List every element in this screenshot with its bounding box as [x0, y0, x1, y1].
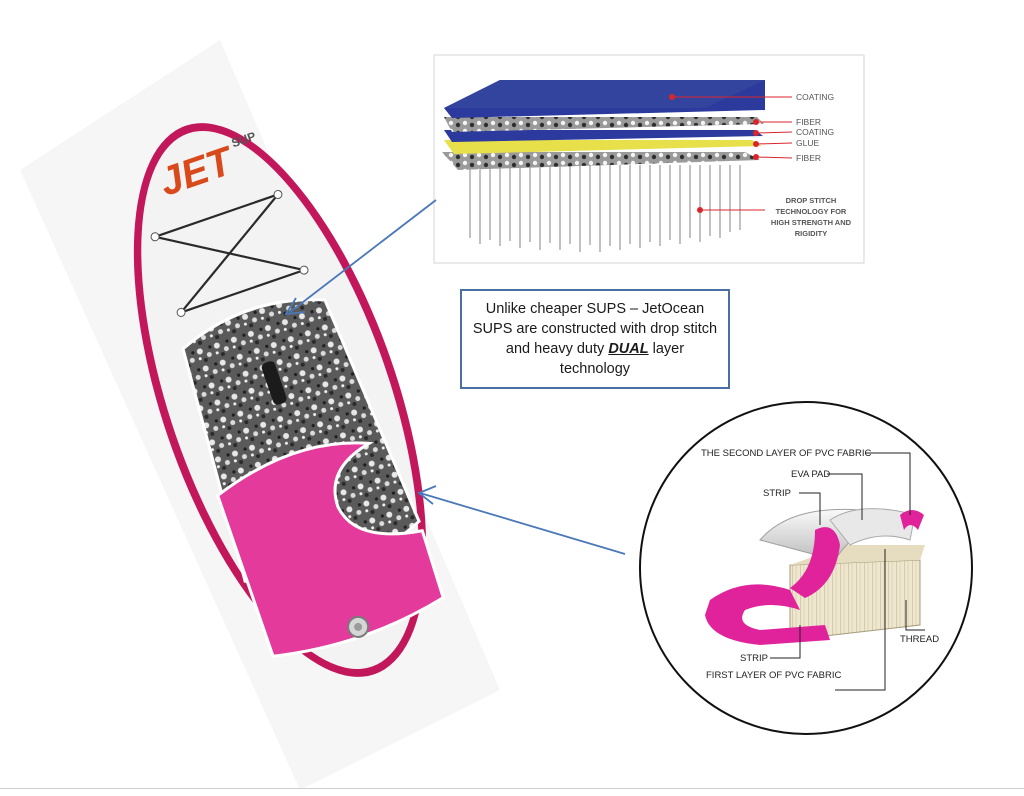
label-fiber-bottom: FIBER — [796, 153, 821, 163]
callout-line-3-pre: and heavy duty — [505, 341, 609, 357]
fiber-layer-bottom — [442, 152, 760, 170]
pvc-diagram: THE SECOND LAYER OF PVC FABRIC EVA PAD S… — [639, 401, 973, 735]
layer-diagram: COATING FIBER COATING GLUE FIBER DROP ST… — [433, 54, 865, 264]
callout-line-4: technology — [559, 361, 631, 377]
callout-text: Unlike cheaper SUPS – JetOcean SUPS are … — [463, 299, 727, 379]
callout-line-3-post: layer — [648, 341, 685, 357]
label-strip-top: STRIP — [763, 488, 791, 499]
label-coating-top: COATING — [796, 92, 834, 102]
connector-arrows — [284, 199, 626, 555]
page-bottom-rule — [0, 788, 1024, 789]
label-glue: GLUE — [796, 138, 819, 148]
pink-wave — [215, 441, 446, 658]
label-drop-stitch-1: DROP STITCH — [786, 196, 837, 205]
label-drop-stitch-2: TECHNOLOGY FOR — [776, 207, 847, 216]
label-thread: THREAD — [900, 634, 939, 645]
label-coating-middle: COATING — [796, 127, 834, 137]
strip-right — [900, 510, 924, 530]
arrow-to-board-bottom — [419, 492, 626, 555]
bungee-cords — [154, 193, 305, 314]
callout-line-2: SUPS are constructed with drop stitch — [472, 321, 718, 337]
callout-line-3: and heavy duty DUAL layer — [473, 339, 717, 359]
glue-layer — [444, 140, 762, 154]
d-ring — [150, 232, 160, 242]
fiber-layer-top — [444, 117, 764, 132]
drop-stitch-threads — [469, 165, 741, 252]
label-first-layer: FIRST LAYER OF PVC FABRIC — [706, 670, 841, 681]
d-ring — [176, 307, 186, 317]
callout-line-1: Unlike cheaper SUPS – JetOcean — [485, 301, 705, 317]
label-drop-stitch-3: HIGH STRENGTH AND — [771, 218, 852, 227]
label-second-layer: THE SECOND LAYER OF PVC FABRIC — [701, 448, 871, 459]
carry-handle — [261, 361, 287, 405]
coating-layer-middle — [444, 130, 763, 142]
d-ring — [273, 189, 283, 199]
strip-top — [790, 527, 840, 598]
arrow-to-board-top — [289, 199, 437, 313]
label-drop-stitch-4: RIGIDITY — [795, 229, 828, 238]
callout-emphasis: DUAL — [608, 341, 649, 357]
d-ring — [299, 265, 309, 275]
callout-box: Unlike cheaper SUPS – JetOcean SUPS are … — [460, 289, 730, 389]
strip-bottom — [705, 584, 830, 645]
paddle-board: JET SUP — [133, 123, 446, 677]
label-strip-bottom: STRIP — [740, 653, 768, 664]
label-fiber-top: FIBER — [796, 117, 821, 127]
label-eva-pad: EVA PAD — [791, 469, 830, 480]
